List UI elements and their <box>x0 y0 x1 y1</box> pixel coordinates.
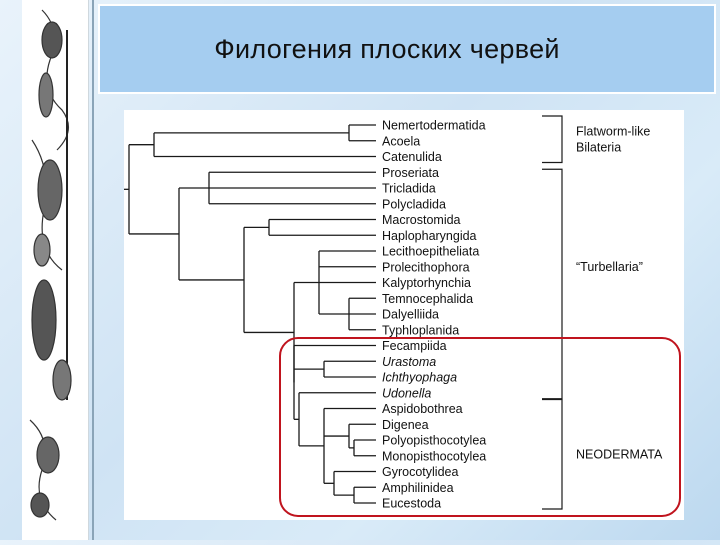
taxon-label: Polyopisthocotylea <box>382 434 486 448</box>
flatworm-illustration-icon <box>29 9 72 521</box>
group-label: “Turbellaria” <box>576 260 643 274</box>
decorative-side-strip <box>22 0 89 540</box>
taxon-label: Polycladida <box>382 197 446 211</box>
taxon-label: Ichthyophaga <box>382 371 457 385</box>
title-banner: Филогения плоских червей <box>98 4 716 94</box>
taxon-label: Gyrocotylidea <box>382 465 458 479</box>
taxon-label: Monopisthocotylea <box>382 449 486 463</box>
group-bracket <box>542 115 563 164</box>
taxon-label: Kalyptorhynchia <box>382 276 471 290</box>
slide-title: Филогения плоских червей <box>214 33 560 64</box>
phylogenetic-tree: NemertodermatidaAcoelaCatenulidaProseria… <box>124 115 681 517</box>
taxon-label: Fecampiida <box>382 339 447 353</box>
taxon-label: Prolecithophora <box>382 260 470 274</box>
taxon-label: Digenea <box>382 418 429 432</box>
taxon-label: Nemertodermatida <box>382 119 486 133</box>
neodermata-highlight-box <box>279 337 681 517</box>
taxon-label: Lecithoepitheliata <box>382 245 479 259</box>
taxon-label: Udonella <box>382 386 431 400</box>
taxon-label: Eucestoda <box>382 497 441 511</box>
group-bracket <box>542 168 563 400</box>
taxon-label: Aspidobothrea <box>382 402 463 416</box>
group-bracket <box>542 398 563 510</box>
taxon-label: Typhloplanida <box>382 323 459 337</box>
taxon-label: Dalyelliida <box>382 308 439 322</box>
group-label: NEODERMATA <box>576 447 663 461</box>
taxon-label: Tricladida <box>382 182 436 196</box>
group-label: Flatworm-like <box>576 124 650 138</box>
taxon-label: Proseriata <box>382 166 439 180</box>
taxon-label: Haplopharyngida <box>382 229 477 243</box>
taxon-label: Urastoma <box>382 355 436 369</box>
side-divider-line <box>92 0 94 540</box>
taxon-label: Catenulida <box>382 150 442 164</box>
taxon-label: Macrostomida <box>382 213 461 227</box>
taxon-label: Acoela <box>382 134 420 148</box>
group-label: Bilateria <box>576 140 621 154</box>
taxon-label: Temnocephalida <box>382 292 473 306</box>
taxon-label: Amphilinidea <box>382 481 454 495</box>
